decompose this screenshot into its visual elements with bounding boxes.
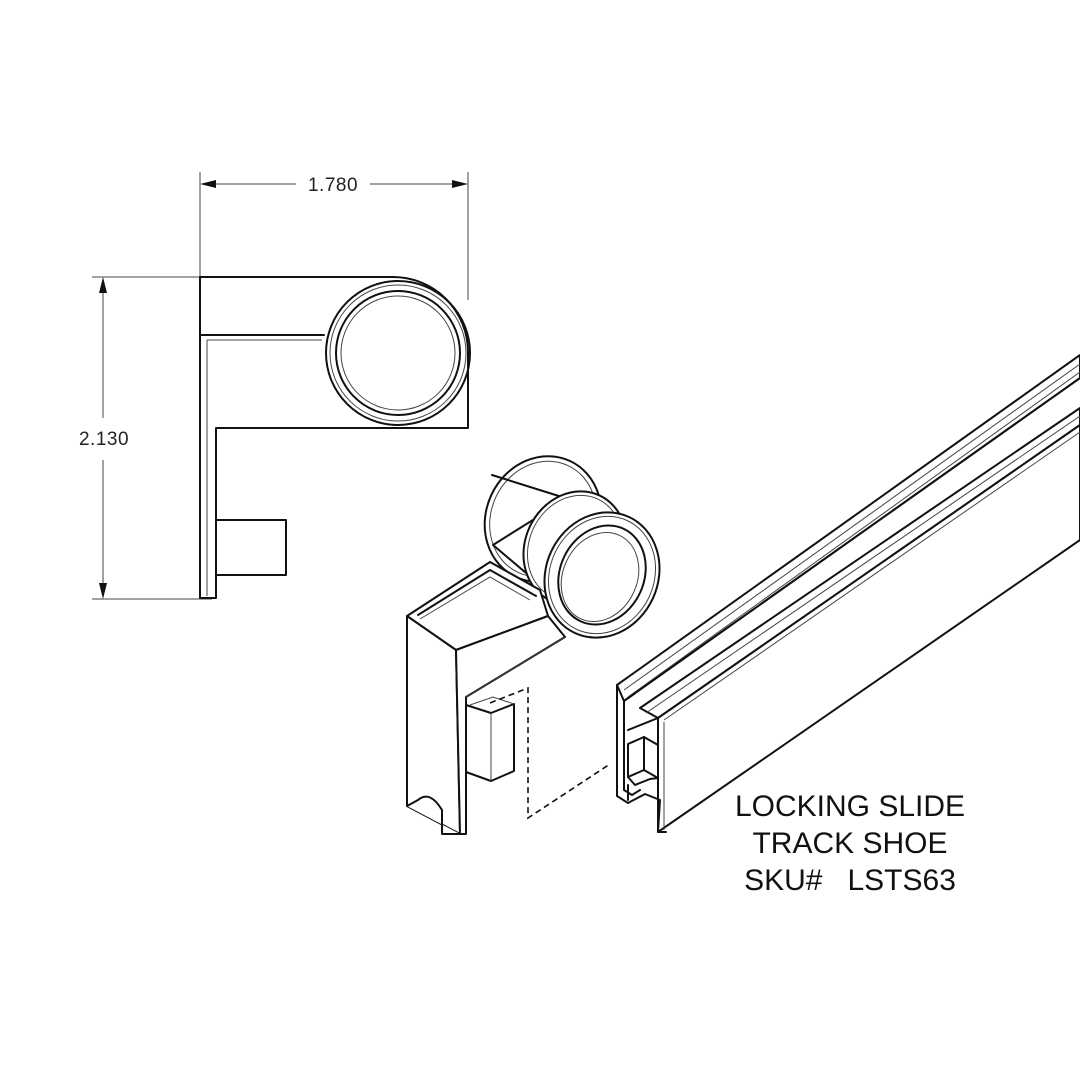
shoe-isometric-view xyxy=(406,455,661,835)
width-dimension-label: 1.780 xyxy=(308,175,358,196)
track-rail xyxy=(616,354,1080,833)
shoe-side-view xyxy=(199,275,471,599)
sku-line: SKU# LSTS63 xyxy=(744,864,956,897)
title-line-2: TRACK SHOE xyxy=(752,827,948,860)
height-dimension-label: 2.130 xyxy=(79,429,129,450)
height-dimension: 2.130 xyxy=(79,276,392,600)
title-block: LOCKING SLIDE TRACK SHOE SKU# LSTS63 xyxy=(700,788,1000,899)
title-line-1: LOCKING SLIDE xyxy=(734,790,966,823)
